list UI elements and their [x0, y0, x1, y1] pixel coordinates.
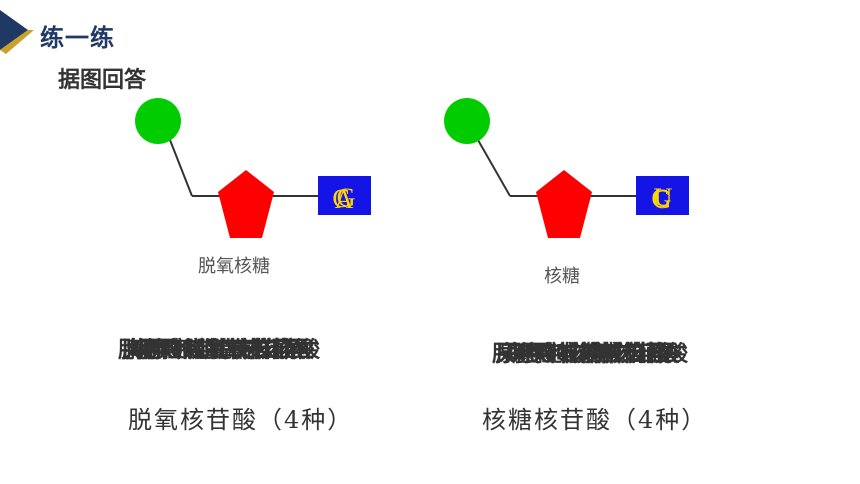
subtitle: 据图回答 — [58, 68, 147, 93]
overlap-text: 鸟嘌呤核糖核苷酸 — [504, 341, 681, 367]
corner-arrow-icon — [0, 10, 34, 54]
left-nucleotide: A C G — [135, 98, 371, 238]
nucleotide-diagrams: A C G G C U — [135, 98, 689, 238]
right-overlap-text: 腺嘌呤核糖核苷酸 尿嘧啶核糖核苷酸 鸟嘌呤核糖核苷酸 胞嘧啶核糖核苷酸 — [492, 336, 772, 372]
base-box — [318, 176, 371, 215]
overlap-text: 腺嘌呤核糖核苷酸 — [492, 341, 669, 367]
base-letter: C — [651, 184, 668, 213]
base-box — [636, 176, 689, 215]
left-bottom-label: 脱氧核苷酸（4种） — [128, 406, 354, 434]
left-overlap-text: 腺嘌呤脱氧核苷酸 胸腺嘧啶脱氧核苷酸 鸟嘌呤脱氧核苷酸 胞嘧啶脱氧核苷酸 — [118, 332, 398, 368]
right-nucleotide: G C U — [444, 98, 689, 238]
base-letter: U — [654, 183, 673, 212]
sugar-pentagon — [536, 170, 592, 238]
base-letter: A — [335, 185, 354, 214]
overlap-text: 胸腺嘧啶脱氧核苷酸 — [122, 337, 321, 363]
phosphate-circle — [135, 98, 181, 144]
overlap-text: 鸟嘌呤脱氧核苷酸 — [130, 337, 307, 363]
base-letter: G — [337, 183, 356, 212]
overlap-text: 胞嘧啶核糖核苷酸 — [512, 341, 689, 367]
overlap-text: 尿嘧啶核糖核苷酸 — [496, 341, 673, 367]
base-letter: G — [653, 185, 672, 214]
overlap-text: 腺嘌呤脱氧核苷酸 — [118, 337, 295, 363]
overlap-text: 胞嘧啶脱氧核苷酸 — [138, 337, 315, 363]
left-sugar-label: 脱氧核糖 — [198, 256, 270, 277]
page-title: 练一练 — [40, 24, 115, 52]
phosphate-circle — [444, 98, 490, 144]
base-letter: C — [332, 184, 349, 213]
sugar-pentagon — [218, 170, 274, 238]
right-bottom-label: 核糖核苷酸（4种） — [482, 406, 708, 434]
right-sugar-label: 核糖 — [544, 266, 580, 287]
